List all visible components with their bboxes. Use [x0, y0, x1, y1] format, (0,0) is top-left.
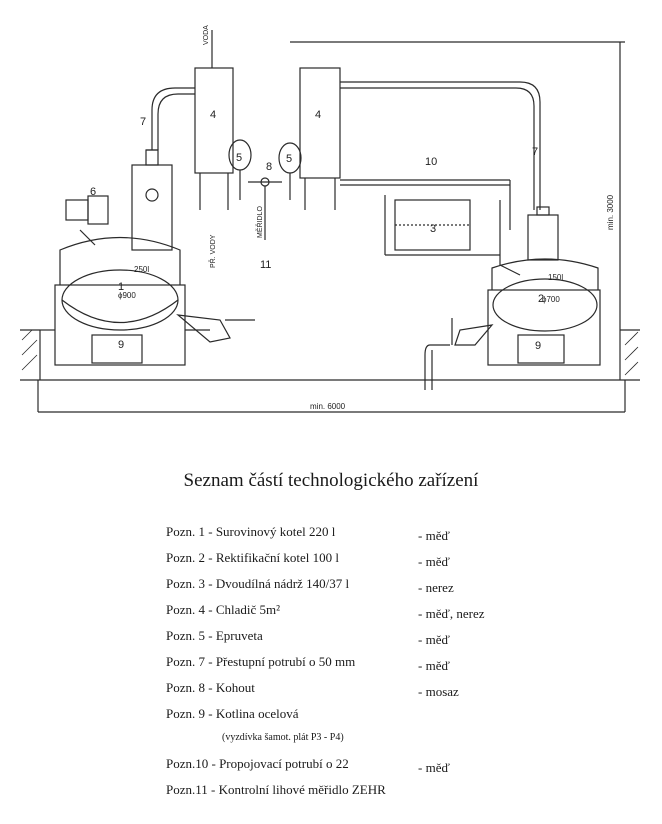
label-kotel2-diameter: ϕ700	[542, 295, 560, 304]
parts-list-title: Seznam částí technologického zařízení	[183, 470, 479, 491]
list-item: Pozn.10 - Propojovací potrubí o 22 - měď	[166, 752, 636, 778]
part-label: Pozn.10 - Propojovací potrubí o 22	[166, 756, 349, 771]
part-label: Pozn.11 - Kontrolní lihové měřidlo ZEHR	[166, 782, 386, 797]
part-label: Pozn. 9 - Kotlina ocelová	[166, 706, 299, 721]
transfer-pipe-7-right	[340, 81, 541, 210]
label-n9a: 9	[118, 339, 124, 351]
list-item-note: (vyzdívka šamot. plát P3 - P4)	[166, 728, 636, 752]
boiler-2	[491, 258, 599, 290]
list-item: Pozn. 9 - Kotlina ocelová	[166, 702, 636, 728]
label-n4a: 4	[210, 109, 216, 121]
condenser-4-right	[299, 67, 341, 179]
part-material: - nerez	[418, 580, 454, 595]
list-item: Pozn. 1 - Surovinový kotel 220 l - měď	[166, 520, 636, 546]
label-n9b: 9	[535, 340, 541, 352]
label-n5b: 5	[286, 153, 292, 165]
condenser-4-left	[194, 67, 234, 174]
column-right	[527, 214, 559, 261]
column-left	[131, 164, 173, 251]
label-kotel1-volume: 250l	[134, 265, 149, 274]
label-n2: 2	[538, 293, 544, 305]
label-n5a: 5	[236, 152, 242, 164]
technology-drawing: VODA PŘ. VODY MĚŘIDLO 250l ϕ900 150l ϕ70…	[20, 25, 640, 413]
label-n8: 8	[266, 161, 272, 173]
part-material: - měď	[418, 760, 450, 775]
part-label: Pozn. 7 - Přestupní potrubí o 50 mm	[166, 654, 356, 669]
label-kotel2-volume: 150l	[548, 273, 563, 282]
list-item: Pozn. 5 - Epruveta - měď	[166, 624, 636, 650]
label-voda: VODA	[203, 25, 210, 45]
label-pr-vody: PŘ. VODY	[208, 234, 217, 268]
list-item: Pozn. 8 - Kohout - mosaz	[166, 676, 636, 702]
label-n1: 1	[118, 281, 124, 293]
part-label: Pozn. 4 - Chladič 5m²	[166, 602, 281, 617]
label-n6: 6	[90, 186, 96, 198]
parts-list: Pozn. 1 - Surovinový kotel 220 l - měď Po…	[166, 520, 636, 804]
furnace-right	[487, 289, 601, 366]
label-width-dimension: min. 6000	[310, 402, 346, 411]
part-material: - měď	[418, 528, 450, 543]
label-n10: 10	[425, 156, 437, 168]
part-material: - měď, nerez	[418, 606, 485, 621]
list-item: Pozn. 3 - Dvoudílná nádrž 140/37 l - nere…	[166, 572, 636, 598]
part-label: Pozn. 5 - Epruveta	[166, 628, 263, 643]
list-item: Pozn.11 - Kontrolní lihové měřidlo ZEHR	[166, 778, 636, 804]
list-item: Pozn. 7 - Přestupní potrubí o 50 mm - měď	[166, 650, 636, 676]
furnace-left	[54, 284, 186, 366]
label-height-dimension: min. 3000	[606, 194, 615, 230]
part-material: - mosaz	[418, 684, 459, 699]
part-note: (vyzdívka šamot. plát P3 - P4)	[222, 732, 344, 743]
label-kotel1-diameter: ϕ900	[118, 291, 136, 300]
list-item: Pozn. 2 - Rektifikační kotel 100 l - měď	[166, 546, 636, 572]
part-label: Pozn. 2 - Rektifikační kotel 100 l	[166, 550, 339, 565]
part-label: Pozn. 1 - Surovinový kotel 220 l	[166, 524, 336, 539]
label-n3: 3	[430, 223, 436, 235]
transfer-pipe-7-left	[151, 87, 195, 150]
boiler-1	[59, 236, 181, 285]
part-material: - měď	[418, 554, 450, 569]
list-item: Pozn. 4 - Chladič 5m² - měď, nerez	[166, 598, 636, 624]
label-n7a: 7	[140, 116, 146, 128]
label-n4b: 4	[315, 109, 321, 121]
label-n7b: 7	[532, 146, 538, 158]
part-label: Pozn. 3 - Dvoudílná nádrž 140/37 l	[166, 576, 350, 591]
label-n11: 11	[260, 259, 271, 271]
label-meridlo: MĚŘIDLO	[255, 206, 264, 238]
part-material: - měď	[418, 658, 450, 673]
motor-6	[65, 199, 89, 221]
part-material: - měď	[418, 632, 450, 647]
part-label: Pozn. 8 - Kohout	[166, 680, 255, 695]
